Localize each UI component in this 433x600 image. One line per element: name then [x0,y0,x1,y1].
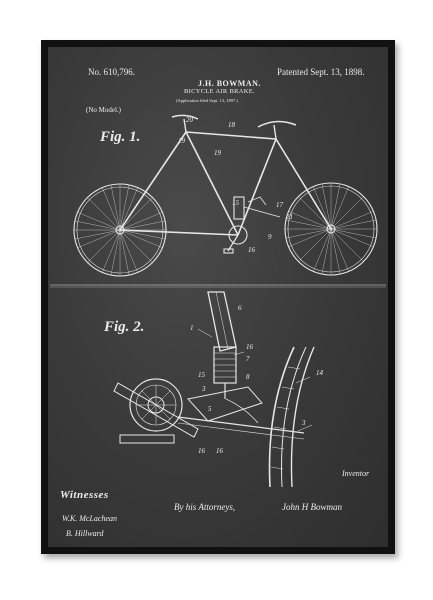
patent-drawing: 20 18 19 19 1 15 17 21 16 9 1 6 16 15 7 … [50,114,386,488]
brake-mechanism-illustration [113,291,315,488]
reference-number: 1 [190,324,194,332]
reference-number: 14 [316,369,324,377]
bicycle-illustration [73,114,378,277]
reference-number: 17 [276,201,284,209]
reference-number: 6 [238,304,242,312]
reference-number: 16 [198,447,206,455]
patent-date: Patented Sept. 13, 1898. [277,67,365,77]
inventor-heading: J.H. BOWMAN. [198,79,261,88]
reference-number: 15 [232,199,240,207]
model-note: (No Model.) [86,106,121,114]
reference-number: 20 [186,116,194,124]
reference-number: 8 [246,373,250,381]
reference-number: 16 [216,447,224,455]
witness-2-signature: B. Hillward [66,529,104,538]
attorneys-signature: By his Attorneys, [174,502,236,512]
inventor-label: Inventor [342,469,370,478]
reference-number: 5 [208,405,212,413]
reference-number: 21 [286,213,293,221]
witnesses-label: Witnesses [60,489,109,501]
witness-1-signature: W.K. McLachean [62,514,118,523]
patent-title: BICYCLE AIR BRAKE. [184,88,255,95]
reference-number: 16 [246,343,254,351]
reference-number: 3 [201,385,206,393]
reference-number: 15 [198,371,206,379]
reference-number: 18 [228,121,236,129]
fig1-reference-numbers: 20 18 19 19 1 15 17 21 16 9 [178,116,293,254]
filed-date: (Application filed Sept. 13, 1897.) [176,98,238,103]
figure-1-label: Fig. 1. [100,129,141,145]
reference-number: 19 [178,137,186,145]
inventor-signature: John H Bowman [282,502,342,512]
chalkboard-print: No. 610,796. Patented Sept. 13, 1898. J.… [48,47,388,547]
reference-number: 3 [301,419,306,427]
patent-number: No. 610,796. [88,67,135,77]
reference-number: 1 [258,176,262,184]
reference-number: 7 [246,355,250,363]
reference-number: 9 [268,233,272,241]
figure-2-label: Fig. 2. [104,319,145,335]
fig2-reference-numbers: 1 6 16 15 7 8 3 5 16 16 3 14 [190,304,324,455]
reference-number: 19 [214,149,222,157]
reference-number: 16 [248,246,256,254]
